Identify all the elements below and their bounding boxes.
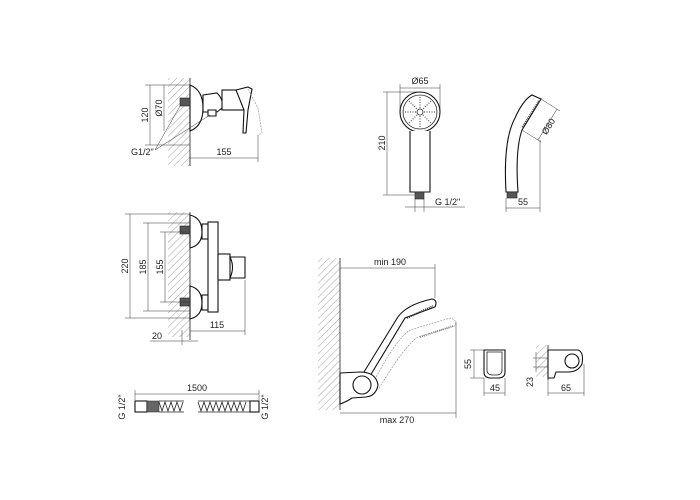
shower-handle <box>409 131 431 193</box>
height-label: 23 <box>525 377 535 387</box>
width-label: 55 <box>518 197 528 207</box>
mixer-lever <box>235 86 253 134</box>
hose-coil <box>158 400 184 413</box>
wall-hatch <box>168 78 190 166</box>
diameter-label: Ø70 <box>154 99 164 116</box>
shower-profile <box>504 94 542 193</box>
diameter-label: Ø65 <box>411 76 428 86</box>
holder-body <box>483 349 506 379</box>
thread-label: G1/2" <box>131 147 154 157</box>
length-label: 210 <box>377 135 387 150</box>
holder-front-view: 55 45 <box>463 349 506 396</box>
holder-ring <box>564 353 580 369</box>
width-label: 45 <box>490 383 500 393</box>
shower-hose: 1500 G 1/2" G 1/2" <box>117 383 270 420</box>
inner-spacing-label: 155 <box>155 259 165 274</box>
diameter-label: Ø80 <box>540 117 557 137</box>
wall-holder-assembly: min 190 max 270 <box>318 257 457 425</box>
length-label: 1500 <box>187 383 207 393</box>
thread-label: G 1/2" <box>435 197 460 207</box>
min-label: min 190 <box>374 257 406 267</box>
hand-shower <box>363 298 437 377</box>
hand-shower-front-view: Ø65 210 G 1/2" <box>377 76 465 212</box>
depth-label: 65 <box>561 383 571 393</box>
spout <box>229 256 246 279</box>
height-label: 120 <box>140 107 150 122</box>
mixer-side-view: 120 Ø70 G1/2" 155 <box>131 78 263 166</box>
hand-shower-side-view: Ø80 55 <box>504 94 561 212</box>
mixer-front-view: 220 185 155 115 20 <box>120 212 246 345</box>
max-label: max 270 <box>380 415 415 425</box>
wall-connector <box>179 97 191 107</box>
holder-ring <box>352 375 372 395</box>
thread-end <box>414 191 425 200</box>
thread-end <box>506 191 518 199</box>
height-label: 55 <box>463 359 473 369</box>
left-thread-label: G 1/2" <box>117 394 127 419</box>
wall-hatch <box>536 345 548 377</box>
total-height-label: 220 <box>120 258 130 273</box>
depth-label: 155 <box>216 147 231 157</box>
projection-label: 115 <box>210 320 224 330</box>
wall-offset-label: 20 <box>152 331 162 341</box>
lower-flange <box>189 285 203 320</box>
wall-hatch <box>318 258 340 410</box>
right-thread-label: G 1/2" <box>260 394 270 419</box>
upper-flange <box>189 214 203 249</box>
mixer-flange <box>189 84 204 132</box>
mixer-body <box>207 221 219 313</box>
holder-side-view: 23 65 <box>525 345 585 396</box>
outer-spacing-label: 185 <box>138 259 148 274</box>
